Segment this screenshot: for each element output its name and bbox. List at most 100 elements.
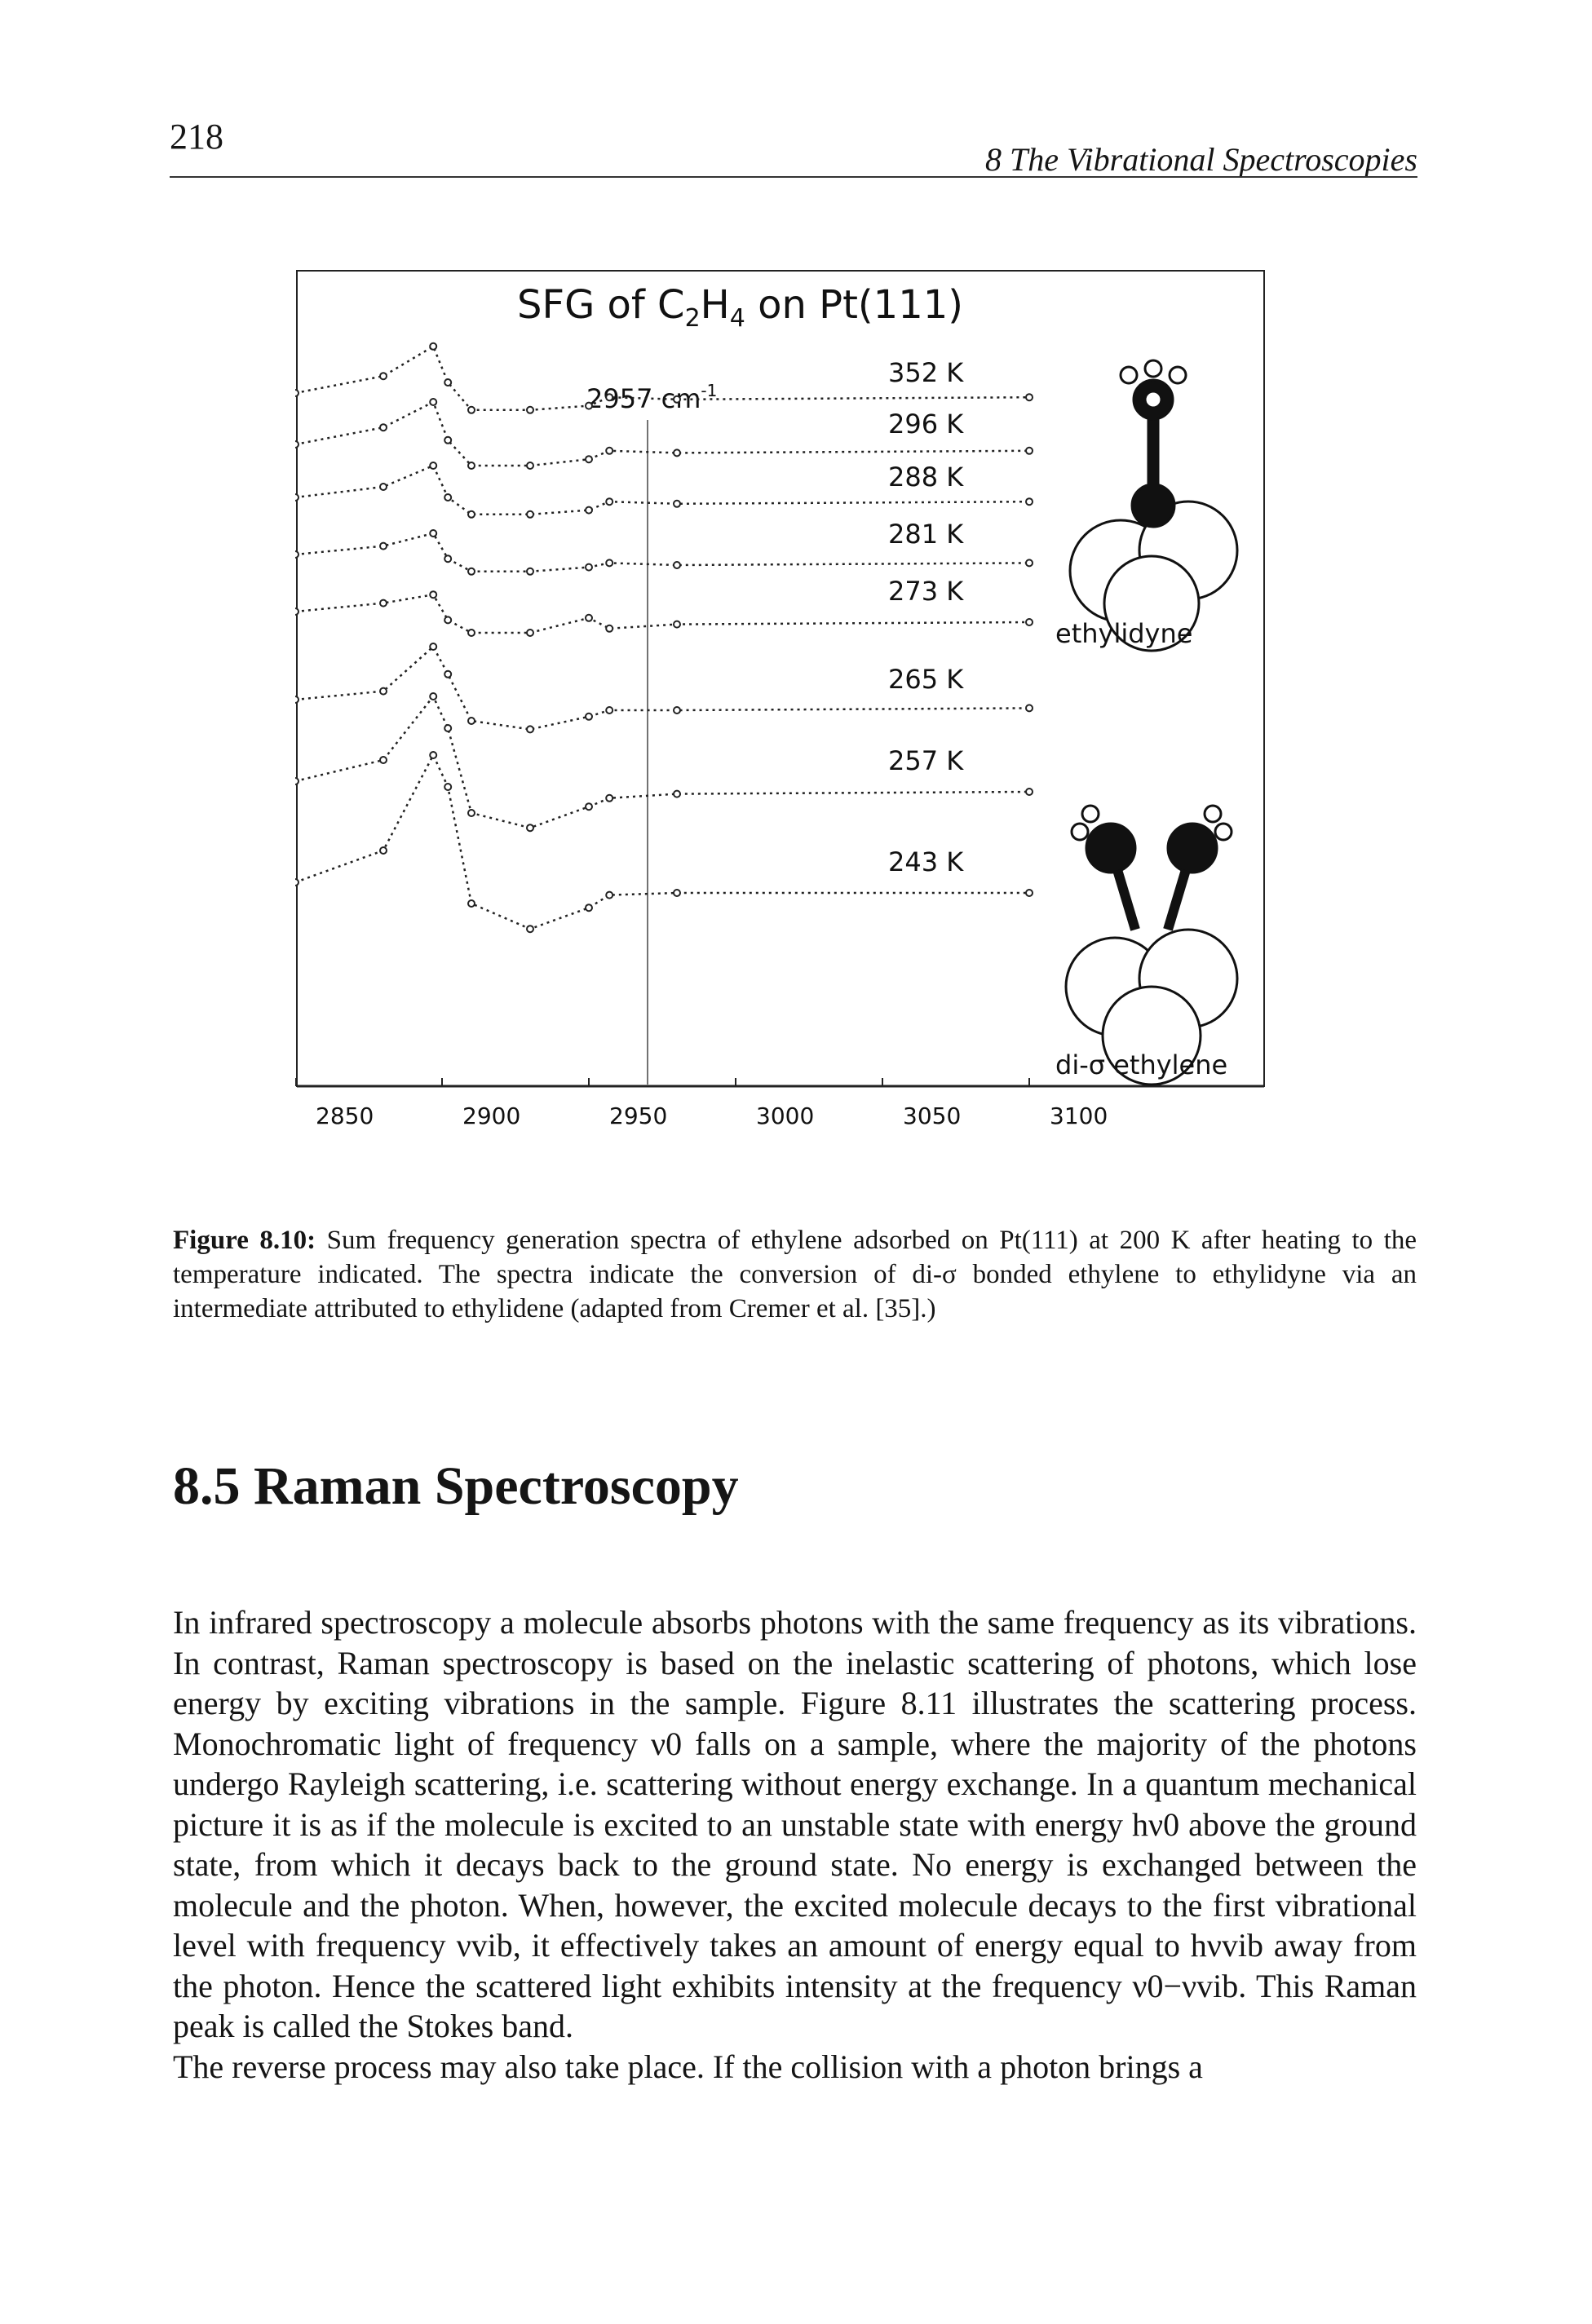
data-point bbox=[526, 925, 534, 934]
data-point bbox=[585, 563, 593, 572]
series-layer: 352 K 296 K 288 K 281 K 273 K 265 K 257 K 243 K bbox=[295, 342, 1033, 934]
x-tick-label: 3050 bbox=[903, 1102, 961, 1125]
data-point bbox=[295, 777, 299, 785]
data-point bbox=[444, 783, 453, 791]
body-paragraph-2: The reverse process may also take place.… bbox=[173, 2048, 1203, 2085]
data-point bbox=[1025, 788, 1033, 796]
data-point bbox=[526, 629, 534, 637]
data-point bbox=[526, 510, 534, 519]
data-point bbox=[467, 510, 475, 519]
data-point bbox=[1025, 497, 1033, 506]
x-tick-label: 2900 bbox=[462, 1102, 520, 1125]
data-point bbox=[526, 824, 534, 833]
data-point bbox=[673, 889, 681, 897]
body-paragraph-1: In infrared spectroscopy a molecule abso… bbox=[173, 1604, 1417, 2044]
data-point bbox=[379, 687, 387, 696]
series-line-352k bbox=[295, 344, 1030, 412]
data-point bbox=[605, 497, 614, 506]
data-point bbox=[673, 499, 681, 508]
series-label: 296 K bbox=[888, 409, 964, 440]
running-head: 218 8 The Vibrational Spectroscopies bbox=[170, 116, 1417, 178]
data-point bbox=[605, 706, 614, 714]
data-point bbox=[295, 696, 299, 704]
data-point bbox=[605, 559, 614, 568]
data-point bbox=[429, 643, 438, 651]
data-point bbox=[379, 756, 387, 764]
data-point bbox=[379, 541, 387, 550]
x-tick-label: 2950 bbox=[609, 1102, 667, 1125]
data-point bbox=[673, 706, 681, 714]
body-text: In infrared spectroscopy a molecule abso… bbox=[173, 1602, 1417, 2087]
caption-label: Figure 8.10: bbox=[173, 1226, 316, 1255]
series-label: 243 K bbox=[888, 846, 964, 877]
data-point bbox=[295, 440, 299, 448]
data-point bbox=[429, 751, 438, 759]
x-tick-label: 3100 bbox=[1050, 1102, 1108, 1125]
data-point bbox=[379, 423, 387, 432]
data-point bbox=[526, 725, 534, 734]
sfg-chart: SFG of C2H4 on Pt(111) 2957 cm-1 352 K 29… bbox=[295, 270, 1265, 1125]
data-point bbox=[467, 899, 475, 908]
series-label: 273 K bbox=[888, 576, 964, 607]
series-line-243k bbox=[295, 753, 1029, 930]
peak-annotation: 2957 cm-1 bbox=[586, 381, 717, 414]
data-point bbox=[605, 624, 614, 633]
data-point bbox=[444, 554, 453, 563]
data-point bbox=[585, 802, 593, 811]
data-point bbox=[467, 809, 475, 817]
data-point bbox=[1025, 559, 1033, 568]
tick-layer: 2850 2900 2950 3000 3050 3100 bbox=[295, 1078, 1108, 1125]
data-point bbox=[429, 342, 438, 351]
series-line-265k bbox=[295, 645, 1030, 731]
data-point bbox=[585, 613, 593, 622]
series-label: 281 K bbox=[888, 519, 964, 550]
data-point bbox=[444, 724, 453, 732]
x-tick-label: 3000 bbox=[756, 1102, 814, 1125]
data-point bbox=[444, 616, 453, 625]
data-point bbox=[429, 462, 438, 470]
data-point bbox=[429, 590, 438, 599]
series-line-296k bbox=[295, 400, 1030, 467]
data-point bbox=[585, 455, 593, 464]
data-point bbox=[295, 550, 299, 559]
chart-title: SFG of C2H4 on Pt(111) bbox=[517, 282, 963, 333]
chapter-title: 8 The Vibrational Spectroscopies bbox=[985, 141, 1417, 178]
x-tick-label: 2850 bbox=[316, 1102, 374, 1125]
data-point bbox=[673, 789, 681, 798]
page-number: 218 bbox=[170, 117, 223, 157]
data-point bbox=[444, 378, 453, 387]
data-point bbox=[1025, 704, 1033, 713]
series-line-257k bbox=[295, 694, 1030, 829]
data-point bbox=[379, 846, 387, 855]
series-line-288k bbox=[295, 464, 1030, 516]
series-label: 265 K bbox=[888, 664, 964, 695]
data-point bbox=[526, 462, 534, 470]
data-point bbox=[379, 483, 387, 491]
data-point bbox=[605, 393, 614, 402]
data-point bbox=[379, 599, 387, 608]
data-point bbox=[605, 793, 614, 802]
data-point bbox=[673, 561, 681, 569]
data-point bbox=[1025, 618, 1033, 626]
data-point bbox=[429, 398, 438, 406]
data-point bbox=[673, 395, 681, 404]
data-point bbox=[379, 372, 387, 381]
series-label: 288 K bbox=[888, 462, 964, 493]
series-label: 257 K bbox=[888, 745, 964, 776]
series-label: 352 K bbox=[888, 357, 964, 388]
data-point bbox=[526, 405, 534, 414]
data-point bbox=[526, 567, 534, 576]
di-sigma-ethylene-molecule-illustration bbox=[1064, 804, 1239, 1086]
data-point bbox=[295, 878, 299, 886]
ethylidyne-molecule-illustration bbox=[1068, 359, 1239, 652]
data-point bbox=[1025, 446, 1033, 455]
ethylidyne-label: ethylidyne bbox=[1055, 618, 1192, 649]
data-point bbox=[444, 435, 453, 444]
caption-text: Sum frequency generation spectra of ethy… bbox=[173, 1226, 1417, 1323]
data-point bbox=[585, 904, 593, 912]
data-point bbox=[467, 717, 475, 725]
data-point bbox=[1025, 889, 1033, 897]
data-point bbox=[585, 506, 593, 515]
data-point bbox=[429, 529, 438, 537]
data-point bbox=[429, 692, 438, 700]
